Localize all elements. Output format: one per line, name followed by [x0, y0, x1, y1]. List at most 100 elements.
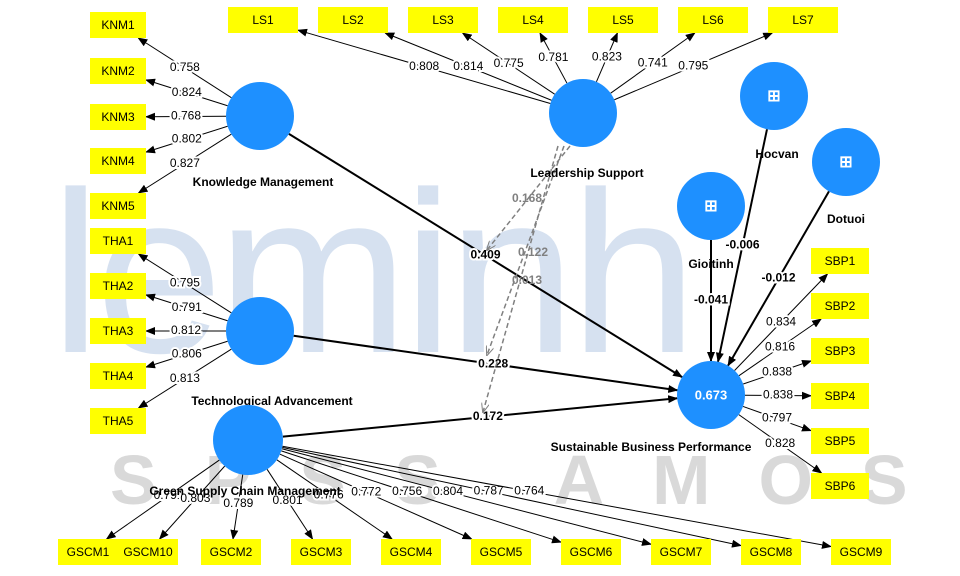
indicator-label: KNM1	[101, 18, 135, 32]
indicator-ls2: LS2	[318, 7, 388, 33]
indicator-label: GSCM8	[750, 545, 793, 559]
loading-value: 0.758	[170, 60, 200, 74]
path-coefficient: -0.006	[725, 238, 759, 252]
indicator-box	[90, 408, 146, 434]
indicator-label: SBP4	[825, 389, 856, 403]
indicator-box	[561, 539, 621, 565]
indicator-label: LS6	[702, 13, 724, 27]
indicator-label: GSCM2	[210, 545, 253, 559]
latent-circle	[677, 361, 745, 429]
indicator-label: LS5	[612, 13, 634, 27]
loading-arrow	[282, 446, 742, 548]
loading-arrow	[137, 348, 232, 409]
loading-value: 0.791	[172, 300, 202, 314]
expand-icon: ⊞	[767, 88, 780, 105]
indicator-label: SBP1	[825, 254, 856, 268]
indicator-label: THA1	[103, 234, 134, 248]
indicator-gscm5: GSCM5	[471, 539, 531, 565]
indicator-box	[811, 248, 869, 274]
indicator-box	[811, 383, 869, 409]
loading-arrow	[279, 453, 473, 540]
indicator-tha3: THA3	[90, 318, 146, 344]
latent-sbp: 0.673	[677, 361, 745, 429]
latent-hocvan: ⊞	[740, 62, 808, 130]
indicator-sbp2: SBP2	[811, 293, 869, 319]
latent-label: Green Supply Chain Management	[149, 484, 340, 498]
indicator-ls3: LS3	[408, 7, 478, 33]
indicator-label: THA3	[103, 324, 134, 338]
loading-value: 0.808	[409, 59, 439, 73]
loading-value: 0.776	[314, 488, 344, 502]
loading-arrow	[137, 133, 232, 194]
loading-value: 0.795	[678, 59, 708, 73]
loading-arrow	[461, 32, 555, 95]
indicator-box	[318, 7, 388, 33]
indicator-box	[651, 539, 711, 565]
latent-label: Leadership Support	[530, 166, 643, 180]
indicator-label: LS2	[342, 13, 364, 27]
indicator-knm1: KNM1	[90, 12, 146, 38]
indicator-tha5: THA5	[90, 408, 146, 434]
indicator-box	[811, 338, 869, 364]
indicator-box	[90, 148, 146, 174]
latent-ta	[226, 297, 294, 365]
latent-label: Hocvan	[755, 147, 798, 161]
loading-arrow	[145, 78, 228, 107]
latent-ls	[549, 79, 617, 147]
path-coefficient: 0.228	[478, 356, 508, 370]
path-coefficient: 0.409	[470, 248, 500, 262]
latent-circle	[812, 128, 880, 196]
loading-arrow	[539, 32, 568, 84]
indicator-label: SBP6	[825, 479, 856, 493]
indicator-box	[811, 428, 869, 454]
latent-circle	[226, 82, 294, 150]
indicator-box	[90, 58, 146, 84]
indicator-box	[201, 539, 261, 565]
indicator-label: LS4	[522, 13, 544, 27]
loading-arrow	[595, 32, 618, 82]
path-coefficient: -0.012	[761, 271, 795, 285]
indicator-box	[118, 539, 178, 565]
loading-arrow	[384, 32, 552, 101]
path-arrow	[293, 334, 679, 393]
loading-value: 0.787	[474, 484, 504, 498]
moderation-arrow	[487, 145, 571, 250]
indicator-ls7: LS7	[768, 7, 838, 33]
loading-arrow	[105, 459, 220, 540]
indicator-gscm1: GSCM1	[58, 539, 118, 565]
latent-circle	[226, 297, 294, 365]
loading-arrow	[276, 459, 393, 540]
loading-value: 0.813	[170, 371, 200, 385]
expand-icon: ⊞	[704, 198, 717, 215]
loading-arrow	[145, 125, 228, 154]
loading-value: 0.804	[433, 484, 463, 498]
indicator-ls4: LS4	[498, 7, 568, 33]
indicator-knm5: KNM5	[90, 193, 146, 219]
loading-value: 0.814	[453, 59, 483, 73]
indicator-box	[408, 7, 478, 33]
indicator-box	[90, 363, 146, 389]
loading-value: 0.756	[392, 484, 422, 498]
moderation-value: 0.122	[518, 245, 548, 259]
latent-circle	[740, 62, 808, 130]
loading-arrow	[738, 318, 822, 377]
indicator-gscm2: GSCM2	[201, 539, 261, 565]
loading-value: 0.838	[762, 365, 792, 379]
loading-value: 0.797	[762, 411, 792, 425]
indicator-box	[90, 104, 146, 130]
loading-arrow	[297, 28, 551, 104]
indicator-box	[741, 539, 801, 565]
indicator-tha4: THA4	[90, 363, 146, 389]
indicator-gscm8: GSCM8	[741, 539, 801, 565]
loading-arrow	[145, 340, 228, 369]
indicator-box	[471, 539, 531, 565]
latent-circle	[677, 172, 745, 240]
indicator-tha2: THA2	[90, 273, 146, 299]
latent-gioitinh: ⊞	[677, 172, 745, 240]
r-squared-value: 0.673	[695, 387, 728, 402]
loading-arrow	[744, 391, 812, 400]
latent-km	[226, 82, 294, 150]
indicator-label: GSCM7	[660, 545, 703, 559]
